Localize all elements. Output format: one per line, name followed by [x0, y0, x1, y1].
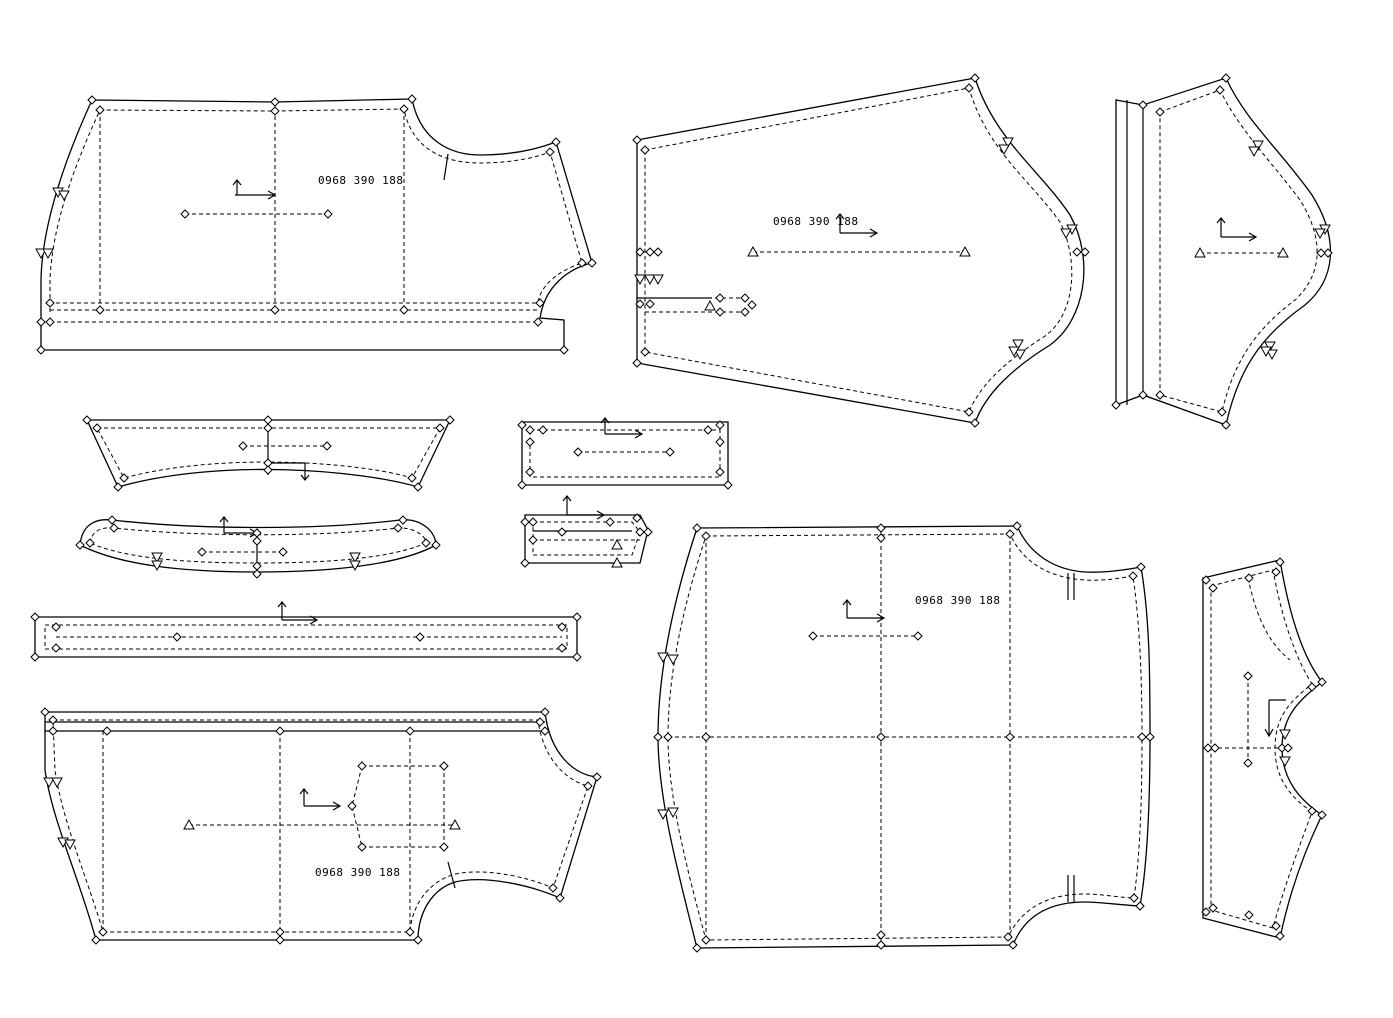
pattern-piece-collar-stand[interactable] [82, 415, 455, 492]
pattern-piece-cuff[interactable] [517, 417, 733, 490]
piece-label: 0968 390 188 [318, 174, 403, 187]
pattern-piece-collar[interactable] [75, 515, 441, 579]
pattern-piece-back[interactable]: 0968 390 188 [653, 521, 1155, 953]
pattern-piece-tab[interactable] [520, 495, 653, 568]
pattern-piece-waistband[interactable] [30, 601, 582, 662]
pattern-piece-side-panel[interactable] [1201, 557, 1327, 941]
piece-label: 0968 390 188 [915, 594, 1000, 607]
pattern-piece-sleeve-large[interactable]: 0968 390 188 [632, 73, 1090, 428]
pattern-piece-sleeve-narrow[interactable] [1111, 73, 1333, 430]
pattern-piece-front-top[interactable]: 0968 390 188 [35, 94, 597, 355]
pattern-piece-front-bottom[interactable]: 0968 390 188 [40, 707, 602, 945]
piece-label: 0968 390 188 [315, 866, 400, 879]
piece-label: 0968 390 188 [773, 215, 858, 228]
